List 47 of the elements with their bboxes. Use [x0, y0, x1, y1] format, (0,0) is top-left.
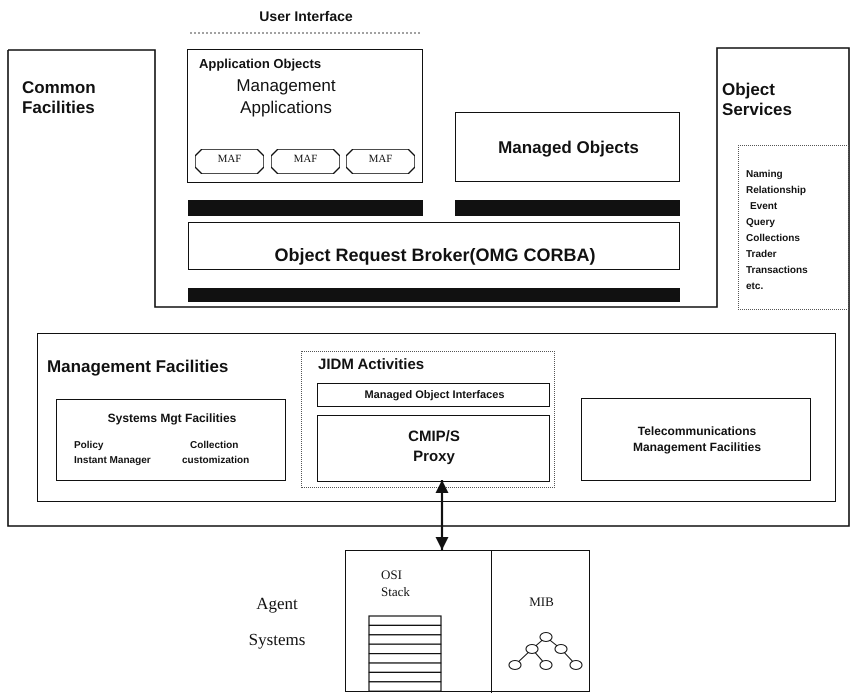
- node-label: MAF: [368, 153, 394, 166]
- node-label: customization: [182, 455, 250, 466]
- octagon-box: [195, 149, 264, 174]
- node-label: Policy: [74, 440, 104, 452]
- node-label: Relationship: [746, 185, 808, 196]
- bus-bar: [188, 288, 680, 302]
- process-box: [56, 399, 286, 481]
- node-label: Naming: [746, 169, 784, 180]
- node-label: Managed Objects: [497, 138, 640, 158]
- process-box: [37, 333, 836, 502]
- dotted-group-box: [301, 351, 555, 488]
- node-label: OSI Stack: [381, 566, 411, 600]
- node-label: MIB: [528, 595, 555, 610]
- node-label: Management Facilities: [47, 357, 230, 377]
- node-label: Trader: [746, 249, 778, 260]
- octagon-box: [346, 149, 415, 174]
- node-label: Query: [746, 217, 776, 228]
- node-label: Managed Object Interfaces: [364, 389, 506, 402]
- dotted-group-box: [738, 145, 849, 310]
- process-box: [317, 415, 550, 482]
- node-label: Telecommunications Management Facilities: [632, 423, 762, 455]
- node-label: Management Applications: [235, 75, 337, 119]
- node-label: Event: [750, 201, 778, 212]
- octagon-box: [271, 149, 340, 174]
- node-label: MAF: [292, 153, 318, 166]
- node-label: MAF: [216, 153, 242, 166]
- bus-bar: [455, 200, 680, 216]
- node-caption: User Interface: [258, 8, 354, 24]
- node-label: Instant Manager: [74, 455, 152, 466]
- node-label: etc.: [746, 281, 764, 292]
- bus-bar: [188, 200, 423, 216]
- double-arrow: [435, 480, 449, 550]
- node-label: Collection: [190, 440, 240, 452]
- node-caption: Agent Systems: [248, 593, 306, 651]
- process-box: [455, 112, 680, 182]
- section-heading: Common Facilities: [22, 78, 97, 118]
- section-heading: Object Services: [722, 80, 793, 120]
- node-label: Object Request Broker(OMG CORBA): [273, 245, 597, 266]
- node-label: Application Objects: [199, 57, 322, 72]
- node-label: Systems Mgt Facilities: [106, 412, 238, 426]
- node-label: Collections: [746, 233, 801, 244]
- node-label: JIDM Activities: [318, 356, 426, 374]
- process-box: [317, 383, 550, 407]
- node-label: Transactions: [746, 265, 809, 276]
- node-label: CMIP/S Proxy: [407, 427, 461, 467]
- process-box: [188, 222, 680, 270]
- process-box: [581, 398, 811, 481]
